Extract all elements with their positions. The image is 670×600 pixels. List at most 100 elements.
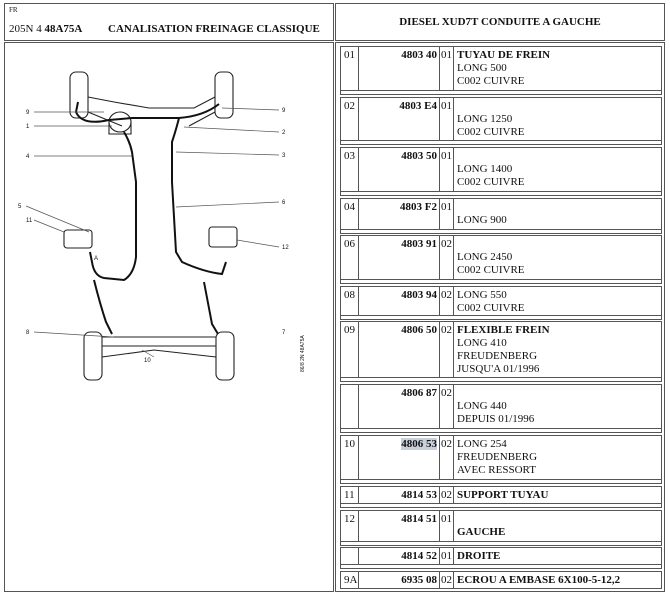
part-qty: 02: [440, 322, 454, 377]
row-separator: [340, 91, 662, 95]
row-separator: [340, 378, 662, 382]
part-number: 6935 08: [359, 572, 440, 588]
part-qty: 02: [441, 487, 454, 503]
part-number: 4803 E4: [359, 98, 440, 140]
row-separator: [340, 504, 662, 508]
part-number: 4803 94: [359, 287, 440, 315]
part-number: 4803 40: [359, 47, 440, 90]
part-qty: 01: [440, 148, 454, 191]
callout-9: 9: [26, 110, 30, 116]
part-number: 4814 53: [359, 487, 440, 503]
part-qty: 02: [440, 436, 454, 479]
callout-10: 10: [144, 358, 151, 364]
header-right: DIESEL XUD7T CONDUITE A GAUCHE: [335, 3, 665, 41]
part-index: 04: [341, 199, 359, 229]
header-left: FR 205N 4 48A75A CANALISATION FREINAGE C…: [4, 3, 334, 41]
part-number: 4803 F2: [359, 199, 440, 229]
leader-lines: [25, 107, 280, 358]
row-separator: [340, 280, 662, 284]
reference: 205N 4 48A75A: [9, 23, 83, 35]
part-row: 4814 52 01 DROITE: [340, 547, 662, 565]
part-description: GAUCHE: [457, 526, 506, 538]
part-qty: 01: [441, 548, 454, 564]
rear-left-wheel: [83, 331, 103, 381]
callout-labels: 9 1 4 5 11 8 9 2 3 6 12 7 10 A: [18, 108, 289, 364]
part-number: 4803 50: [359, 148, 440, 191]
row-separator: [340, 565, 662, 569]
part-index: 10: [341, 436, 359, 479]
callout-9-right: 9: [282, 108, 286, 114]
part-number: 4803 91: [359, 236, 440, 279]
front-left-wheel: [69, 71, 89, 119]
front-right-wheel: [214, 71, 234, 119]
brake-lines: [74, 101, 227, 335]
part-number: 4806 50: [359, 322, 440, 377]
callout-8: 8: [26, 330, 30, 336]
part-description: LONG 900: [457, 214, 507, 226]
callout-2: 2: [282, 130, 286, 136]
part-row: 12 4814 51 01 GAUCHE: [340, 510, 662, 542]
part-row: 04 4803 F2 01 LONG 900: [340, 198, 662, 230]
part-number: 4814 51: [359, 511, 440, 541]
page-title: CANALISATION FREINAGE CLASSIQUE: [108, 23, 320, 35]
callout-11: 11: [26, 218, 33, 224]
part-number: 4806 53: [359, 436, 440, 479]
part-index: [341, 385, 359, 428]
part-index: 02: [341, 98, 359, 140]
part-index: 08: [341, 287, 359, 315]
callout-7: 7: [282, 330, 286, 336]
part-index: 03: [341, 148, 359, 191]
part-qty: 01: [440, 511, 454, 541]
row-separator: [340, 192, 662, 196]
part-description: DROITE: [457, 550, 501, 562]
row-separator: [340, 141, 662, 145]
part-qty: 02: [441, 572, 454, 588]
callout-12: 12: [282, 245, 289, 251]
rear-right-wheel: [215, 331, 235, 381]
row-separator: [340, 429, 662, 433]
callout-4: 4: [26, 154, 30, 160]
part-index: 9A: [341, 572, 359, 588]
language-code: FR: [9, 6, 18, 14]
part-index: 01: [341, 47, 359, 90]
part-index: 06: [341, 236, 359, 279]
detail-letter: A: [94, 256, 98, 262]
row-separator: [340, 542, 662, 546]
part-row: 9A 6935 08 02 ECROU A EMBASE 6X100-5-12,…: [340, 571, 662, 589]
callout-5: 5: [18, 204, 22, 210]
part-index: 09: [341, 322, 359, 377]
part-number: 4806 87: [359, 385, 440, 428]
callout-6: 6: [282, 200, 286, 206]
row-separator: [340, 480, 662, 484]
parts-list-panel: [335, 42, 665, 592]
part-qty: 01: [440, 98, 454, 140]
part-index: 12: [341, 511, 359, 541]
part-qty: 01: [440, 199, 454, 229]
part-description: ECROU A EMBASE 6X100-5-12,2: [457, 574, 621, 586]
vehicle-title: DIESEL XUD7T CONDUITE A GAUCHE: [399, 16, 601, 28]
part-number: 4814 52: [359, 548, 440, 564]
row-separator: [340, 316, 662, 320]
part-qty: 01: [440, 47, 454, 90]
part-index: 11: [341, 487, 359, 503]
row-separator: [340, 230, 662, 234]
part-qty: 02: [440, 236, 454, 279]
drawing-reference: 86/8 2N 48A75A: [300, 335, 306, 372]
callout-1: 1: [26, 124, 30, 130]
